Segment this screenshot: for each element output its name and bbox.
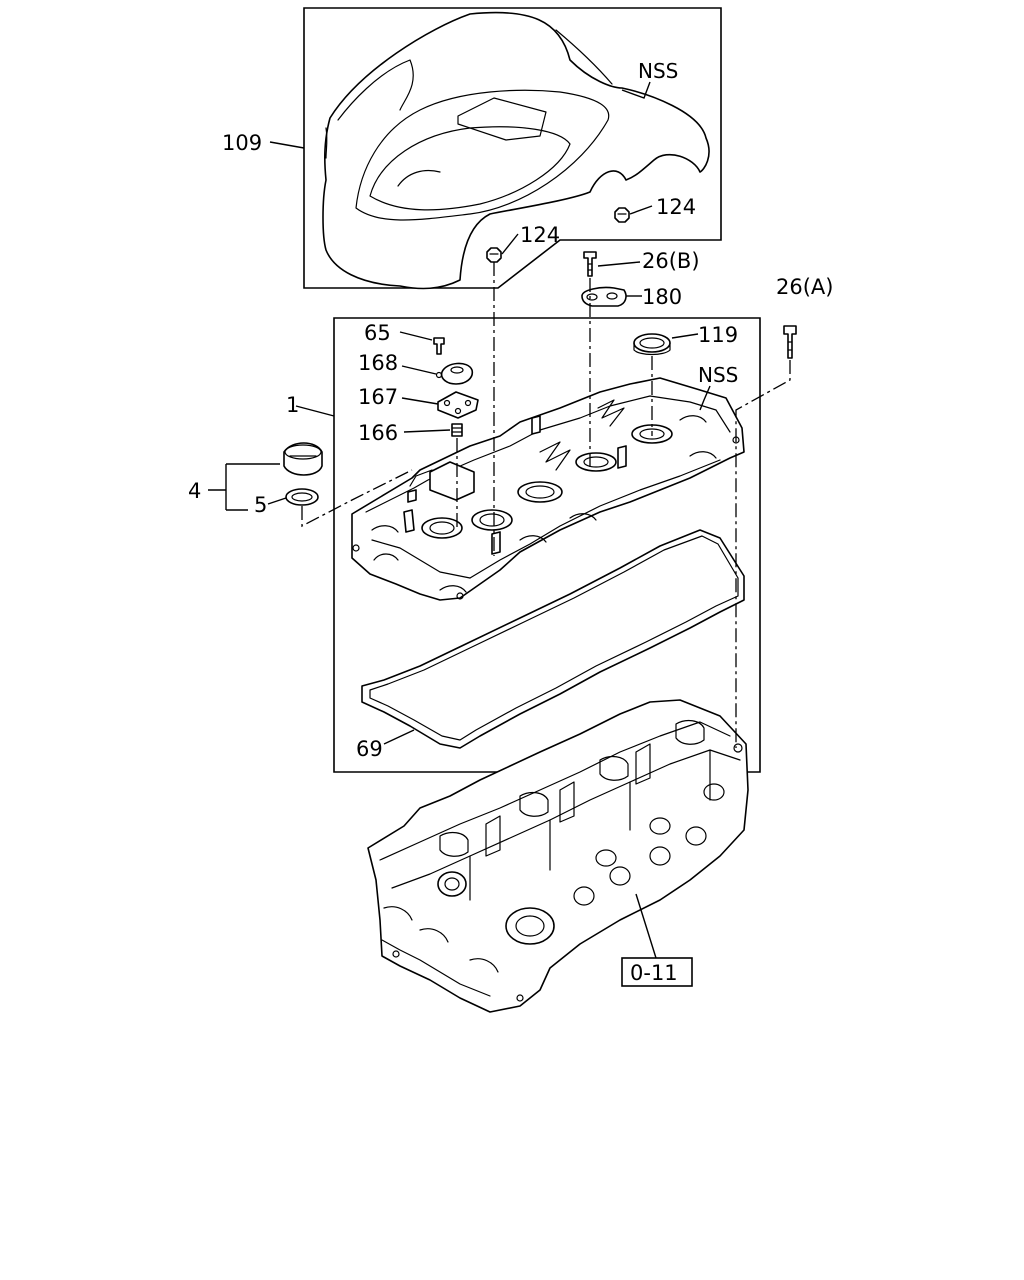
oil-filler-cap [283, 442, 323, 476]
bolt-26b [583, 251, 597, 277]
engine-cover-icon [322, 11, 710, 290]
gasket-icon [361, 529, 745, 749]
label-124-right: 124 [656, 195, 696, 219]
cover-assembly-frame [333, 317, 761, 773]
label-nss-top: NSS [638, 59, 678, 83]
label-65: 65 [364, 321, 391, 345]
valve-168 [435, 362, 474, 385]
cover-group-frame [303, 7, 722, 289]
plate-167 [437, 391, 479, 419]
reference-box [621, 957, 693, 987]
align-line-26a [735, 360, 791, 748]
seal-119 [633, 333, 671, 356]
label-124-left: 124 [520, 223, 560, 247]
label-69: 69 [356, 737, 383, 761]
leader-lines [208, 81, 711, 959]
align-line-cap [301, 469, 413, 528]
label-26a: 26(A) [776, 275, 833, 299]
spring-166 [451, 423, 463, 437]
bracket-180 [581, 286, 627, 307]
bolt-26a [783, 325, 797, 359]
label-5: 5 [254, 493, 267, 517]
o-ring-5 [285, 488, 319, 506]
cylinder-head-cover-icon [351, 377, 745, 601]
nut-124-left [486, 247, 502, 263]
label-167: 167 [358, 385, 398, 409]
label-119: 119 [698, 323, 738, 347]
label-166: 166 [358, 421, 398, 445]
reference-label: 0-11 [630, 961, 678, 985]
label-180: 180 [642, 285, 682, 309]
cylinder-head-icon [367, 699, 749, 1013]
screw-65 [433, 337, 445, 355]
label-nss-mid: NSS [698, 363, 738, 387]
label-4: 4 [188, 479, 201, 503]
nut-124-right [614, 207, 630, 223]
label-168: 168 [358, 351, 398, 375]
label-26b: 26(B) [642, 249, 700, 273]
label-1: 1 [286, 393, 299, 417]
label-109: 109 [222, 131, 262, 155]
